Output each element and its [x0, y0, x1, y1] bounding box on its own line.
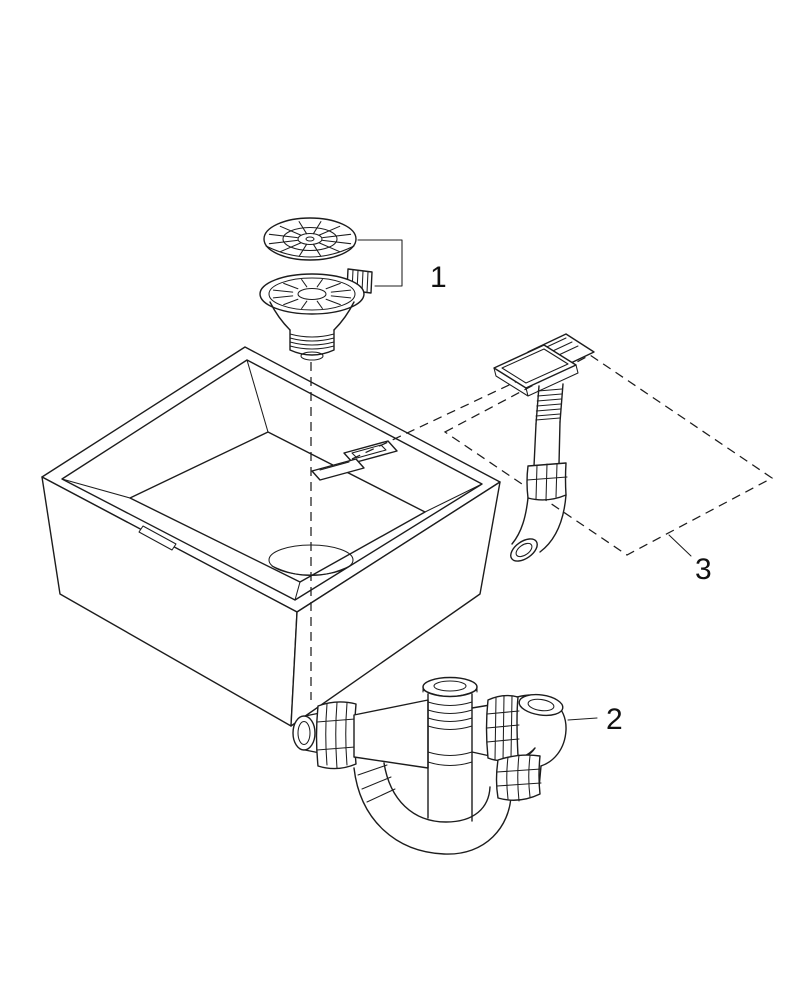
- trap-outlet-mouth-inner: [297, 720, 311, 746]
- part-label-2: 2: [606, 703, 623, 736]
- trap-bend-ribs: [357, 764, 396, 803]
- overflow-elbow-outlet-inner: [515, 542, 533, 558]
- overflow-nut-facets: [526, 463, 568, 501]
- part-label-3: 3: [695, 553, 712, 586]
- overflow-cover-inner: [501, 348, 569, 384]
- overflow-assembly: [493, 333, 595, 562]
- strainer-body-sides: [269, 301, 355, 331]
- label-3-leader: [668, 534, 692, 557]
- overflow-elbow-outlet: [510, 538, 538, 562]
- strainer-tailpiece-threads: [289, 333, 335, 350]
- trap-elbow-cap: [518, 693, 564, 717]
- strainer-cap-skirt: [265, 245, 355, 258]
- strainer-thumbscrew-ridges: [351, 269, 369, 294]
- part-labels: 1 2 3: [357, 239, 712, 736]
- strainer-cap-grid: [268, 221, 352, 257]
- trap-outlet-mouth: [292, 715, 316, 751]
- tee-flange-rim: [422, 686, 478, 698]
- trap-nut-left-facets: [316, 701, 356, 769]
- mounting-plate-upper-inner: [351, 444, 387, 459]
- mounting-plate-lower-inner: [319, 461, 350, 471]
- sink-wall-right: [290, 481, 501, 727]
- strainer-cap-dot: [305, 236, 315, 242]
- strainer-cap-ring: [282, 226, 338, 252]
- strainer-body-rim-inner: [268, 277, 356, 311]
- overflow-elbow: [511, 494, 567, 553]
- trap-elbow-cap-inner: [527, 698, 555, 712]
- trap-horizontal-pipe: [353, 699, 429, 769]
- tee-body: [427, 693, 473, 822]
- overflow-mounting-plane: [443, 354, 774, 556]
- strainer-outlet: [300, 351, 324, 361]
- overflow-bellows-ribs: [535, 388, 563, 421]
- label-1-bracket: [357, 239, 403, 287]
- overflow-bellows: [535, 383, 564, 425]
- tee-inlet-flange-inner: [433, 680, 467, 692]
- bowl-bottom: [129, 431, 426, 583]
- strainer-cap: [263, 217, 357, 261]
- trap-nut-lower-facets: [496, 754, 542, 802]
- trap-assembly: [292, 676, 567, 855]
- trap-bend-inner: [383, 762, 491, 823]
- overflow-cover-thickness: [493, 364, 579, 397]
- sink-basin: [41, 346, 501, 727]
- strainer-body-grid: [272, 278, 352, 310]
- strainer-body-rim: [259, 273, 365, 315]
- trap-bend-outer: [353, 767, 512, 855]
- strainer-tailpiece: [289, 329, 335, 356]
- strainer-cap-hub: [297, 232, 323, 246]
- rim-clip: [138, 525, 177, 551]
- bowl-corner-edges: [61, 359, 483, 601]
- strainer-body-hub: [297, 287, 327, 301]
- trap-nut-right-facets: [486, 694, 520, 762]
- part-label-1: 1: [430, 261, 447, 294]
- tee-threads: [427, 701, 473, 767]
- overflow-pipe: [533, 421, 561, 467]
- mounting-plate-lower: [311, 458, 365, 481]
- overflow-alignment-line: [351, 368, 544, 460]
- strainer-assembly: [259, 217, 373, 361]
- label-2-leader: [567, 717, 598, 721]
